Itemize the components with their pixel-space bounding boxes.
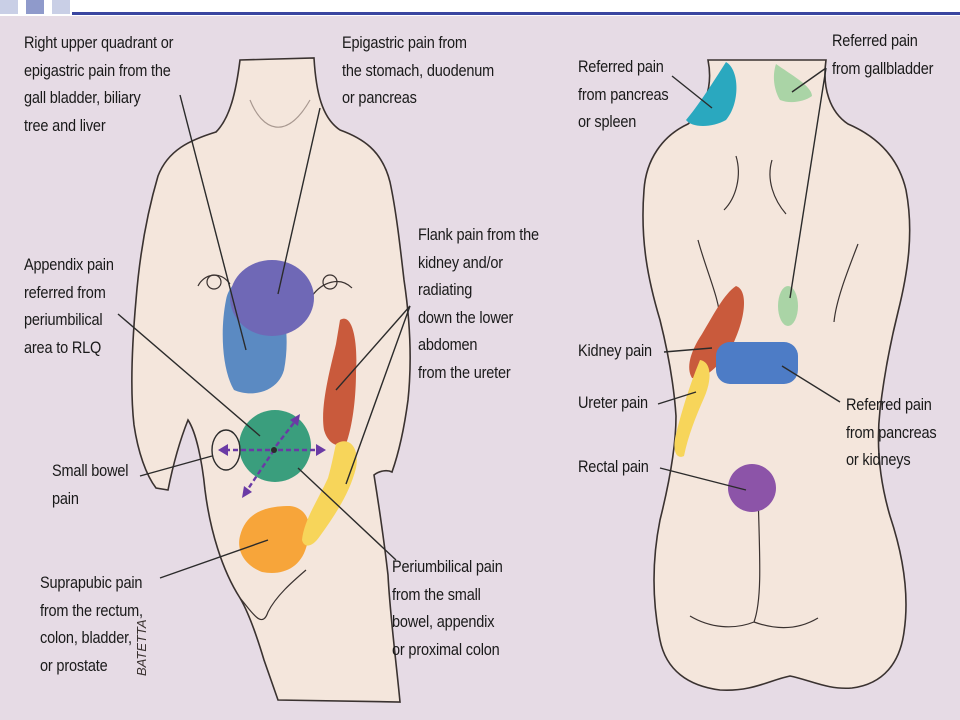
header-rule <box>72 12 960 15</box>
label-flank-pain: Flank pain from the kidney and/or radiat… <box>418 226 539 382</box>
back-left-scapula <box>723 155 739 211</box>
back-right-scapula <box>769 159 787 215</box>
back-pancreas-spleen-zone <box>686 62 737 126</box>
leader-back-gallbladder-a <box>791 67 827 93</box>
header-square-3 <box>52 0 70 14</box>
leader-epigastric <box>277 107 321 295</box>
artist-signature: BATETTA <box>134 619 149 676</box>
leader-suprapubic <box>159 539 269 579</box>
front-neck-line <box>249 99 311 128</box>
leader-back-referred-kidneys <box>781 365 841 403</box>
arrowhead-left <box>218 444 228 456</box>
header-square-1 <box>0 0 18 14</box>
label-back-pancreas-spleen: Referred pain from pancreas or spleen <box>578 58 669 131</box>
label-ruq-pain: Right upper quadrant or epigastric pain … <box>24 34 174 135</box>
back-right-shoulder-blade <box>833 243 859 323</box>
back-leader-lines <box>657 67 841 491</box>
header-square-2 <box>26 0 44 14</box>
front-right-breast <box>311 280 353 297</box>
leader-periumbilical <box>297 467 397 561</box>
label-back-gallbladder: Referred pain from gallbladder <box>832 32 934 78</box>
leader-flank-a <box>335 305 411 391</box>
arrow-up-right <box>275 419 297 447</box>
flank-kidney-zone <box>323 318 357 446</box>
front-groin-line <box>239 569 307 620</box>
ureter-zone <box>302 441 357 546</box>
label-small-bowel-pain: Small bowel pain <box>52 462 129 508</box>
arrowhead-down-left <box>242 486 252 498</box>
label-suprapubic-pain: Suprapubic pain from the rectum, colon, … <box>40 574 143 675</box>
leader-flank-b <box>345 305 411 485</box>
arrowhead-right <box>316 444 326 456</box>
front-right-nipple <box>322 274 338 290</box>
back-gallbladder-spot <box>778 286 798 326</box>
label-epigastric-pain: Epigastric pain from the stomach, duoden… <box>342 34 495 107</box>
label-back-ureter-pain: Ureter pain <box>578 394 648 412</box>
leader-appendix <box>117 313 261 437</box>
back-left-buttock <box>689 615 755 628</box>
front-left-nipple <box>206 274 222 290</box>
leader-back-rectal <box>659 467 747 491</box>
periumbilical-zone <box>239 410 311 482</box>
epigastric-zone <box>230 260 314 336</box>
leader-ruq <box>179 94 247 351</box>
label-appendix-pain: Appendix pain referred from periumbilica… <box>24 256 114 357</box>
back-gallbladder-zone <box>773 64 812 103</box>
suprapubic-zone <box>239 506 310 573</box>
label-back-referred-kidneys: Referred pain from pancreas or kidneys <box>846 396 937 469</box>
label-back-kidney-pain: Kidney pain <box>578 342 652 360</box>
umbilicus <box>271 447 277 453</box>
back-kidney-zone <box>689 286 745 379</box>
leader-back-ureter <box>657 391 697 405</box>
back-right-buttock <box>753 617 819 629</box>
label-back-rectal-pain: Rectal pain <box>578 458 649 476</box>
leader-back-kidney <box>663 347 713 353</box>
back-referred-kidneys-zone <box>716 342 798 384</box>
front-leader-lines <box>117 94 411 579</box>
slide-header-bar <box>0 0 960 16</box>
back-rectal-zone <box>728 464 776 512</box>
back-gluteal-cleft <box>753 493 761 623</box>
signature-text: BATETTA <box>134 619 149 676</box>
arrowhead-up-right <box>290 414 300 426</box>
label-periumbilical-pain: Periumbilical pain from the small bowel,… <box>392 558 503 659</box>
arrow-down-left <box>245 449 275 493</box>
back-ureter-zone <box>674 360 710 457</box>
leader-back-pancreas-spleen <box>671 75 713 109</box>
leader-small-bowel <box>139 455 213 477</box>
small-bowel-marker <box>211 429 241 471</box>
leader-back-gallbladder-b <box>789 67 827 299</box>
pain-referral-illustration: BATETTA <box>0 16 960 720</box>
